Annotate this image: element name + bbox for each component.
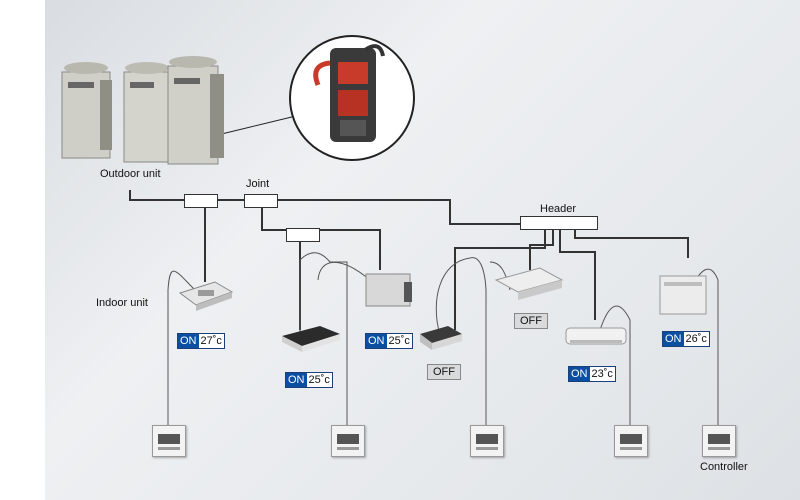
temperature-value: 25˚c bbox=[386, 334, 412, 348]
indoor-unit-label: Indoor unit bbox=[96, 297, 148, 309]
indoor-duct-slim bbox=[282, 326, 340, 352]
header-fitting bbox=[520, 216, 598, 230]
on-label: ON bbox=[286, 373, 307, 387]
on-label: ON bbox=[178, 334, 199, 348]
header-label: Header bbox=[540, 203, 577, 215]
indoor-cassette-left bbox=[178, 281, 234, 311]
controller-screen bbox=[620, 434, 642, 444]
indoor-wall-mounted bbox=[565, 327, 627, 345]
indoor-duct-box bbox=[365, 273, 412, 307]
controller-screen bbox=[158, 434, 180, 444]
controller-3 bbox=[470, 425, 504, 457]
temperature-value: 23˚c bbox=[589, 367, 615, 381]
on-label: ON bbox=[366, 334, 387, 348]
controller-buttons bbox=[337, 447, 359, 450]
controller-label: Controller bbox=[700, 461, 748, 473]
controller-buttons bbox=[158, 447, 180, 450]
controller-buttons bbox=[476, 447, 498, 450]
indoor-floor-standing bbox=[659, 275, 707, 315]
compressor-magnifier bbox=[289, 35, 415, 161]
outdoor-unit-label: Outdoor unit bbox=[100, 168, 161, 180]
controller-2 bbox=[331, 425, 365, 457]
on-label: ON bbox=[569, 367, 590, 381]
status-badge-duct-small: OFF bbox=[427, 364, 461, 380]
indoor-duct-small bbox=[420, 326, 462, 350]
controller-screen bbox=[337, 434, 359, 444]
controller-5 bbox=[702, 425, 736, 457]
controller-wires bbox=[167, 252, 719, 425]
refrigerant-pipes bbox=[129, 190, 689, 330]
temperature-value: 27˚c bbox=[198, 334, 224, 348]
controller-4 bbox=[614, 425, 648, 457]
joint-fitting-3 bbox=[286, 228, 320, 242]
controller-1 bbox=[152, 425, 186, 457]
outdoor-units bbox=[61, 56, 224, 165]
controller-buttons bbox=[620, 447, 642, 450]
joint-fitting-1 bbox=[184, 194, 218, 208]
controller-screen bbox=[708, 434, 730, 444]
joint-fitting-2 bbox=[244, 194, 278, 208]
temperature-value: 26˚c bbox=[683, 332, 709, 346]
controller-screen bbox=[476, 434, 498, 444]
joint-label: Joint bbox=[246, 178, 270, 190]
on-label: ON bbox=[663, 332, 684, 346]
temperature-value: 25˚c bbox=[306, 373, 332, 387]
indoor-ceiling-suspended bbox=[494, 267, 564, 300]
status-badge-ceiling-suspended: OFF bbox=[514, 313, 548, 329]
controller-buttons bbox=[708, 447, 730, 450]
